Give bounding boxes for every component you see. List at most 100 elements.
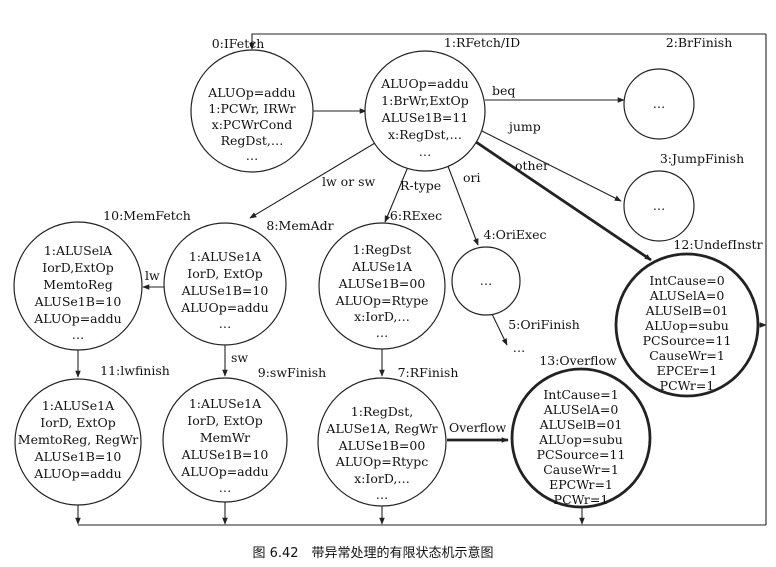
- state-line: ALUOp=addu: [33, 466, 121, 481]
- state-line: ALUSe1B=10: [181, 447, 269, 462]
- state-brfinish: 2:BrFinish …: [623, 35, 733, 140]
- state-orifinish: 5:OriFinish …: [508, 317, 580, 355]
- state-line: …: [653, 96, 666, 111]
- state-line: EPCEr=1: [657, 363, 718, 378]
- state-line: ALUSe1B=00: [338, 276, 426, 291]
- state-line: PCWr=1: [660, 378, 715, 393]
- label-rtype: R-type: [400, 178, 441, 193]
- state-line: x:IorD,…: [354, 309, 410, 324]
- state-line: ALUSe1A: [351, 259, 413, 274]
- arrow-ori: [445, 160, 479, 246]
- label-beq: beq: [492, 83, 515, 98]
- state-line: MemtoReg, RegWr: [18, 432, 138, 447]
- state-undefinstr: 12:UndefInstr IntCause=0 ALUSelA=0 ALUSe…: [614, 237, 763, 398]
- state-memfetch: 10:MemFetch 1:ALUSelA IorD,ExtOp MemtoRe…: [13, 208, 191, 351]
- transition-lines: [75, 33, 767, 526]
- state-line: ALUSelA=0: [649, 288, 725, 303]
- state-line: …: [480, 273, 493, 288]
- state-line: IorD, ExtOp: [187, 413, 262, 428]
- figure-caption: 图 6.42 带异常处理的有限状态机示意图: [252, 545, 493, 561]
- state-title: 12:UndefInstr: [673, 237, 762, 252]
- state-line: CauseWr=1: [543, 462, 619, 477]
- state-line: MemtoReg: [43, 277, 112, 292]
- state-line: ALUSelB=01: [539, 417, 623, 432]
- state-line: 1:ALUSe1A: [42, 398, 115, 413]
- state-line: x:RegDst,…: [388, 127, 462, 142]
- label-lw: lw: [145, 268, 160, 283]
- state-jumpfinish: 3:JumpFinish …: [623, 151, 744, 242]
- arrow-rtype: [384, 161, 411, 223]
- state-line: …: [246, 148, 259, 163]
- label-overflow: Overflow: [449, 420, 507, 435]
- state-title: 4:OriExec: [484, 227, 547, 242]
- arrow-jump: [479, 129, 622, 202]
- state-oriexec: 4:OriExec …: [451, 227, 547, 316]
- label-other: other: [515, 158, 549, 173]
- state-line: ALUSe1B=10: [181, 283, 269, 298]
- state-line: 1:ALUSe1A: [189, 249, 262, 264]
- state-line: PCWr=1: [554, 492, 609, 507]
- arrow-ori-continue: [491, 313, 508, 346]
- state-line: IntCause=0: [649, 273, 724, 288]
- state-line: x:PCWrCond: [212, 117, 293, 132]
- state-line: ALUOp=addu: [207, 85, 295, 100]
- state-title: 5:OriFinish: [508, 317, 580, 332]
- state-line: 1:ALUSelA: [44, 243, 113, 258]
- state-line: …: [376, 325, 389, 340]
- state-line: 1:RegDst: [353, 242, 411, 257]
- label-sw: sw: [231, 350, 248, 365]
- state-line: EPCWr=1: [549, 477, 613, 492]
- state-line: IorD, ExtOp: [187, 266, 262, 281]
- label-jump: jump: [507, 119, 541, 134]
- state-line: …: [653, 198, 666, 213]
- arrow-lw-sw: [249, 142, 376, 219]
- state-line: ALUSe1B=10: [34, 294, 122, 309]
- state-line: ALUSelB=01: [645, 303, 729, 318]
- state-lwfinish: 11:lwfinish 1:ALUSe1A IorD, ExtOp MemtoR…: [14, 363, 170, 506]
- state-rfetch: 1:RFetch/ID ALUOp=addu 1:BrWr,ExtOp ALUS…: [364, 35, 520, 172]
- state-line: IorD, ExtOp: [40, 415, 115, 430]
- state-memadr: 8:MemAdr 1:ALUSe1A IorD, ExtOp ALUSe1B=1…: [163, 218, 334, 346]
- transition-labels: beq jump other lw or sw R-type ori lw sw…: [145, 83, 549, 435]
- state-line: …: [513, 340, 526, 355]
- state-title: 0:IFetch: [212, 36, 265, 51]
- state-line: 1:RegDst,: [351, 404, 413, 419]
- state-overflow: 13:Overflow IntCause=1 ALUSelA=0 ALUSelB…: [510, 353, 652, 509]
- state-title: 8:MemAdr: [266, 218, 333, 233]
- state-line: PCSource=11: [643, 333, 732, 348]
- state-line: ALUSelA=0: [543, 402, 619, 417]
- state-line: ALUop=subu: [644, 318, 729, 333]
- state-line: …: [376, 487, 389, 502]
- state-title: 3:JumpFinish: [660, 151, 744, 166]
- state-line: ALUOp=addu: [180, 464, 268, 479]
- state-line: …: [419, 144, 432, 159]
- state-line: x:IorD,…: [354, 471, 410, 486]
- label-ori: ori: [463, 170, 481, 185]
- state-line: …: [219, 480, 232, 495]
- state-line: ALUop=subu: [538, 432, 623, 447]
- return-bus-top: [249, 33, 766, 50]
- state-title: 10:MemFetch: [103, 208, 191, 223]
- state-ifetch: 0:IFetch ALUOp=addu 1:PCWr, IRWr x:PCWrC…: [190, 36, 314, 173]
- label-lw-or-sw: lw or sw: [322, 174, 376, 189]
- state-rfinish: 7:RFinish 1:RegDst, ALUSe1A, RegWr ALUSe…: [317, 365, 459, 507]
- state-title: 7:RFinish: [398, 365, 459, 380]
- state-line: ALUSe1B=11: [381, 110, 469, 125]
- arrow-other: [475, 140, 652, 262]
- state-line: RegDst,…: [221, 133, 284, 148]
- state-line: IntCause=1: [543, 387, 618, 402]
- state-title: 2:BrFinish: [666, 35, 733, 50]
- state-title: 13:Overflow: [539, 353, 617, 368]
- state-line: 1:BrWr,ExtOp: [381, 93, 469, 108]
- state-line: 1:PCWr, IRWr: [208, 101, 295, 116]
- state-line: PCSource=11: [537, 447, 626, 462]
- state-line: ALUOp=Rtypc: [335, 454, 428, 469]
- state-title: 1:RFetch/ID: [444, 35, 520, 50]
- state-line: ALUSe1B=10: [34, 449, 122, 464]
- state-line: ALUOp=Rtype: [335, 293, 429, 308]
- state-line: 1:ALUSe1A: [189, 396, 262, 411]
- state-line: ALUOp=addu: [33, 311, 121, 326]
- state-line: IorD,ExtOp: [42, 260, 113, 275]
- state-title: 6:RExec: [390, 208, 442, 223]
